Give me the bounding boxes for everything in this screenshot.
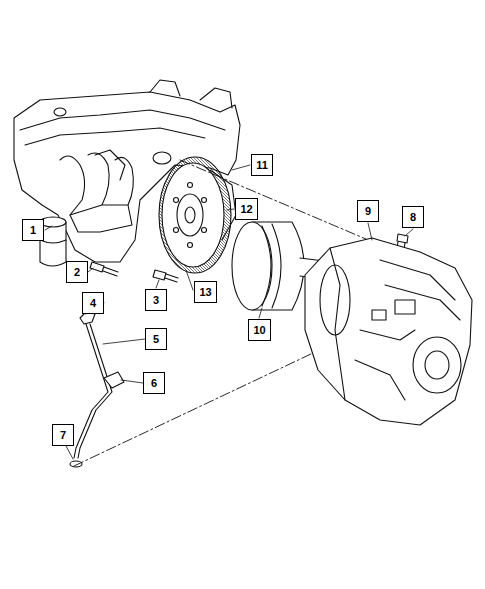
- callout-number: 1: [30, 225, 36, 236]
- callout-box: 7: [52, 424, 74, 446]
- callout-number: 3: [153, 295, 159, 306]
- callout-box: 5: [145, 328, 167, 350]
- callout-number: 12: [240, 204, 252, 215]
- callout-box: 2: [66, 261, 88, 283]
- callout-box: 1: [22, 219, 44, 241]
- transmission: [305, 238, 472, 425]
- callout-number: 9: [365, 206, 371, 217]
- callout-box: 4: [82, 292, 104, 314]
- leader-lines: [45, 165, 413, 459]
- callout-number: 11: [256, 160, 268, 171]
- callout-number: 4: [90, 298, 96, 309]
- callout-box: 12: [235, 198, 258, 220]
- callout-number: 5: [153, 334, 159, 345]
- callout-box: 13: [194, 281, 217, 303]
- dipstick: [70, 312, 124, 467]
- callout-box: 11: [251, 154, 273, 176]
- callout-number: 6: [151, 378, 157, 389]
- callout-box: 9: [357, 200, 379, 222]
- callout-box: 6: [143, 372, 165, 394]
- callout-box: 3: [145, 289, 167, 311]
- callout-number: 13: [199, 287, 211, 298]
- flexplate: [159, 157, 231, 273]
- callout-number: 7: [60, 430, 66, 441]
- callout-box: 8: [402, 206, 424, 228]
- callout-number: 8: [410, 212, 416, 223]
- callout-box: 10: [248, 319, 271, 341]
- callout-number: 2: [74, 267, 80, 278]
- callout-number: 10: [253, 325, 265, 336]
